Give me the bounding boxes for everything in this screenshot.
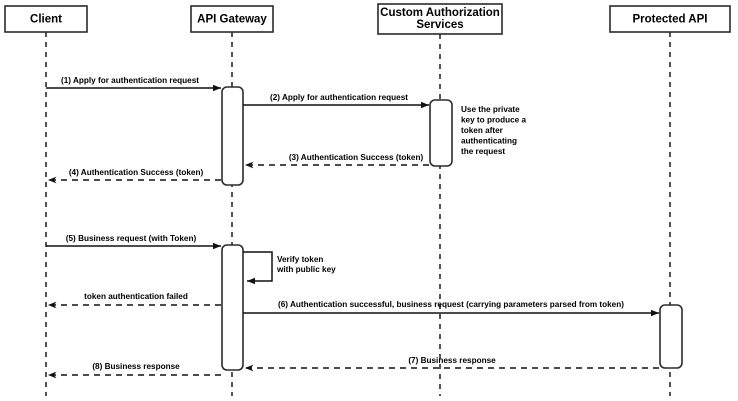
note-line: key to produce a bbox=[461, 116, 527, 125]
note-line: the request bbox=[461, 147, 505, 156]
message-gateway-to-client: (8) Business response bbox=[48, 362, 221, 379]
participant-header-api[interactable]: Protected API bbox=[609, 5, 731, 33]
message-api-to-gateway: (7) Business response bbox=[245, 356, 659, 372]
message-cas-to-gateway: (3) Authentication Success (token) bbox=[245, 153, 429, 169]
participant-header-gateway[interactable]: API Gateway bbox=[190, 5, 274, 33]
message-label: (7) Business response bbox=[408, 356, 496, 365]
activation-bar-gateway bbox=[221, 244, 244, 371]
message-label: (2) Apply for authentication request bbox=[270, 93, 408, 102]
message-gateway-to-cas: (2) Apply for authentication request bbox=[243, 93, 429, 109]
message-label: (4) Authentication Success (token) bbox=[69, 168, 204, 177]
participant-label: Client bbox=[30, 14, 62, 26]
activation-bar-cas bbox=[429, 99, 453, 167]
message-label: (6) Authentication successful, business … bbox=[278, 300, 624, 309]
activations-layer bbox=[221, 86, 683, 371]
message-gateway-to-client: (4) Authentication Success (token) bbox=[48, 168, 221, 184]
self-message-label-line: with public key bbox=[276, 265, 336, 274]
message-label: (1) Apply for authentication request bbox=[61, 76, 199, 85]
message-label: (5) Business request (with Token) bbox=[66, 234, 197, 243]
participant-label: Services bbox=[416, 19, 463, 31]
message-label: (3) Authentication Success (token) bbox=[289, 153, 424, 162]
activation-bar-gateway bbox=[221, 86, 244, 186]
participant-label: Custom Authorization bbox=[380, 7, 500, 19]
message-client-to-gateway: (1) Apply for authentication request bbox=[46, 76, 221, 92]
note-line: token after bbox=[461, 126, 504, 135]
participant-header-client[interactable]: Client bbox=[4, 5, 88, 33]
participant-label: API Gateway bbox=[197, 14, 267, 26]
messages-layer: (1) Apply for authentication request (2) … bbox=[46, 76, 659, 379]
self-message-label-line: Verify token bbox=[277, 255, 323, 264]
message-client-to-gateway: (5) Business request (with Token) bbox=[46, 234, 221, 250]
note-line: authenticating bbox=[461, 137, 517, 146]
message-gateway-to-api: (6) Authentication successful, business … bbox=[243, 300, 659, 317]
message-label: (8) Business response bbox=[92, 362, 180, 371]
activation-bar-api bbox=[659, 304, 683, 369]
participant-label: Protected API bbox=[633, 14, 708, 26]
note-line: Use the private bbox=[461, 105, 520, 114]
lifelines-layer bbox=[45, 32, 671, 396]
message-gateway-to-client: token authentication failed bbox=[48, 292, 221, 309]
participant-headers-layer: Client API Gateway Custom AuthorizationSer… bbox=[4, 3, 731, 35]
message-label: token authentication failed bbox=[84, 292, 188, 301]
